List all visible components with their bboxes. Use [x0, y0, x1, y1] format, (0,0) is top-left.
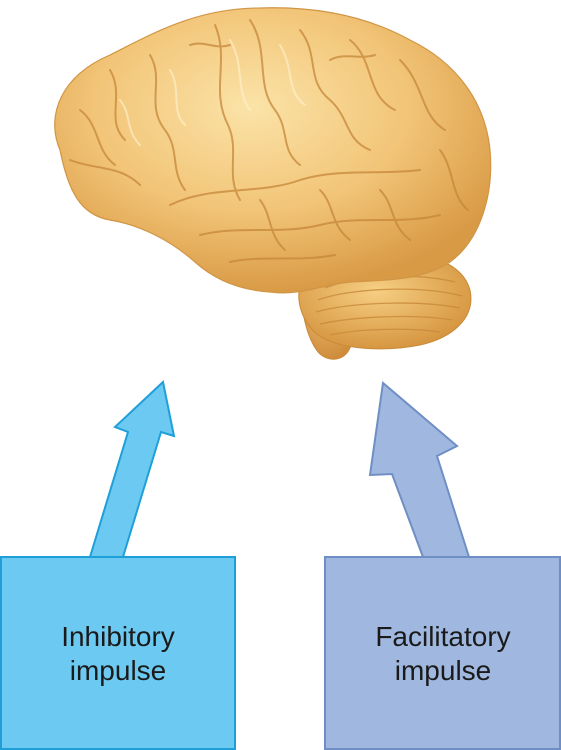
inhibitory-label-line2: impulse [69, 654, 167, 686]
inhibitory-arrow [88, 380, 176, 558]
inhibitory-impulse-label: Inhibitory impulse [0, 557, 236, 750]
inhibitory-label-line1: Inhibitory [61, 620, 175, 652]
facilitatory-label-line2: impulse [394, 654, 492, 686]
facilitatory-box [324, 556, 561, 750]
facilitatory-arrow [368, 381, 471, 558]
brain-highlights [119, 39, 306, 146]
facilitatory-label-line1: Facilitatory [375, 620, 511, 652]
cerebrum [54, 7, 492, 294]
brain-folds [69, 19, 469, 263]
facilitatory-impulse-label: Facilitatory impulse [325, 557, 561, 750]
inhibitory-box [0, 556, 236, 750]
brain-illustration [54, 7, 492, 360]
